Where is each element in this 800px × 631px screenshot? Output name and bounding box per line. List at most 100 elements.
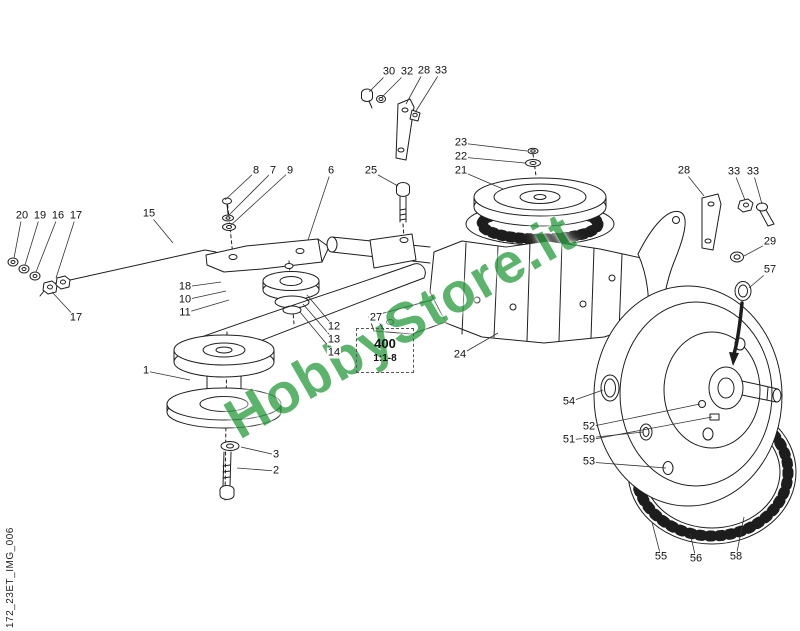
leader-line-57 [748,269,771,289]
part-number-51: 51 [561,433,577,446]
wheel-rim [593,285,783,507]
part-number-1: 1 [141,364,151,377]
part-number-6: 6 [326,164,336,177]
part-number-27: 27 [368,311,384,324]
part-number-29: 29 [762,235,778,248]
leader-line-3 [240,446,277,456]
leader-line-53 [588,461,667,469]
part-number-16: 16 [50,209,66,222]
control-rod-assembly [7,249,217,297]
leader-line-15 [148,213,174,244]
tension-lever-plate [205,238,330,273]
inset-text-primary: 400 [374,336,396,352]
part-number-22: 22 [453,150,469,163]
o-ring [600,374,620,402]
part-number-58: 58 [728,550,744,563]
leader-line-54 [568,389,604,403]
top-bracket-assembly [361,88,421,161]
part-number-28a: 28 [416,64,432,77]
leader-line-33b [733,171,746,201]
leader-line-1 [145,370,191,381]
leader-line-59 [588,416,713,441]
leader-line-18 [184,281,222,288]
part-number-19: 19 [32,209,48,222]
part-number-25: 25 [363,164,379,177]
main-double-pulley [166,331,282,501]
part-number-21: 21 [453,164,469,177]
leader-line-2 [236,467,277,472]
part-number-3: 3 [271,448,281,461]
leader-line-30 [368,71,390,93]
leader-line-23 [460,142,528,152]
leader-line-51 [568,431,644,441]
leader-lines [13,70,771,560]
part-number-33c: 33 [745,165,761,178]
leader-line-11 [184,299,230,314]
leader-line-19 [24,215,41,266]
part-number-57: 57 [762,263,778,276]
leader-line-33a [415,70,442,112]
axle-washers-arrow [729,251,752,366]
leader-line-17b [51,291,77,319]
leader-line-33c [752,171,763,205]
part-number-8: 8 [251,164,261,177]
inset-detail-box: 400 1:1-8 [356,328,414,373]
tire [627,399,797,545]
leader-line-22 [460,156,526,164]
part-number-24: 24 [452,348,468,361]
part-number-53: 53 [581,455,597,468]
part-number-18: 18 [177,280,193,293]
hub-hardware [639,400,720,475]
watermark-text: HobbyStore.it [214,199,586,451]
part-number-11: 11 [178,306,192,319]
leader-line-55 [651,521,662,558]
part-number-2: 2 [271,464,281,477]
part-number-30: 30 [381,65,397,78]
leader-line-28a [405,70,425,105]
part-number-15: 15 [141,207,157,220]
leader-line-13 [302,303,335,341]
part-number-28b: 28 [676,164,692,177]
leader-line-12 [306,294,335,328]
leader-line-17a [55,215,77,279]
part-number-9: 9 [285,164,295,177]
part-number-56: 56 [688,552,704,565]
right-bracket-assembly [701,193,775,251]
leader-line-6 [307,170,332,241]
leader-line-20 [13,215,23,259]
leader-line-58 [735,516,745,558]
leader-line-8 [224,170,257,201]
leader-line-21 [460,170,504,190]
part-number-33a: 33 [433,64,449,77]
leader-line-28b [683,170,705,197]
part-number-17a: 17 [68,209,84,222]
image-code-text: 172_23ET_IMG_006 [5,527,16,628]
leader-line-7 [227,170,274,217]
part-number-14: 14 [326,346,342,359]
part-number-7: 7 [268,164,278,177]
part-number-33b: 33 [726,165,742,178]
part-number-52: 52 [581,420,597,433]
transaxle-assembly [326,147,727,344]
idler-pulley-assembly [262,260,320,325]
part-number-32: 32 [399,65,415,78]
leader-line-32 [381,71,408,98]
bolt-25 [396,182,410,239]
part-number-54: 54 [561,395,577,408]
leader-line-9 [229,170,291,227]
pivot-hardware [222,197,236,257]
part-number-20: 20 [14,209,30,222]
leader-line-10 [184,290,227,301]
leader-line-14 [299,311,335,354]
part-number-10: 10 [177,293,193,306]
inset-text-secondary: 1:1-8 [373,352,397,364]
part-number-13: 13 [326,333,342,346]
leader-line-25 [370,170,399,187]
leader-line-56 [689,532,697,560]
part-number-59: 59 [581,433,597,446]
leader-line-24 [459,332,499,356]
part-number-12: 12 [326,320,342,333]
